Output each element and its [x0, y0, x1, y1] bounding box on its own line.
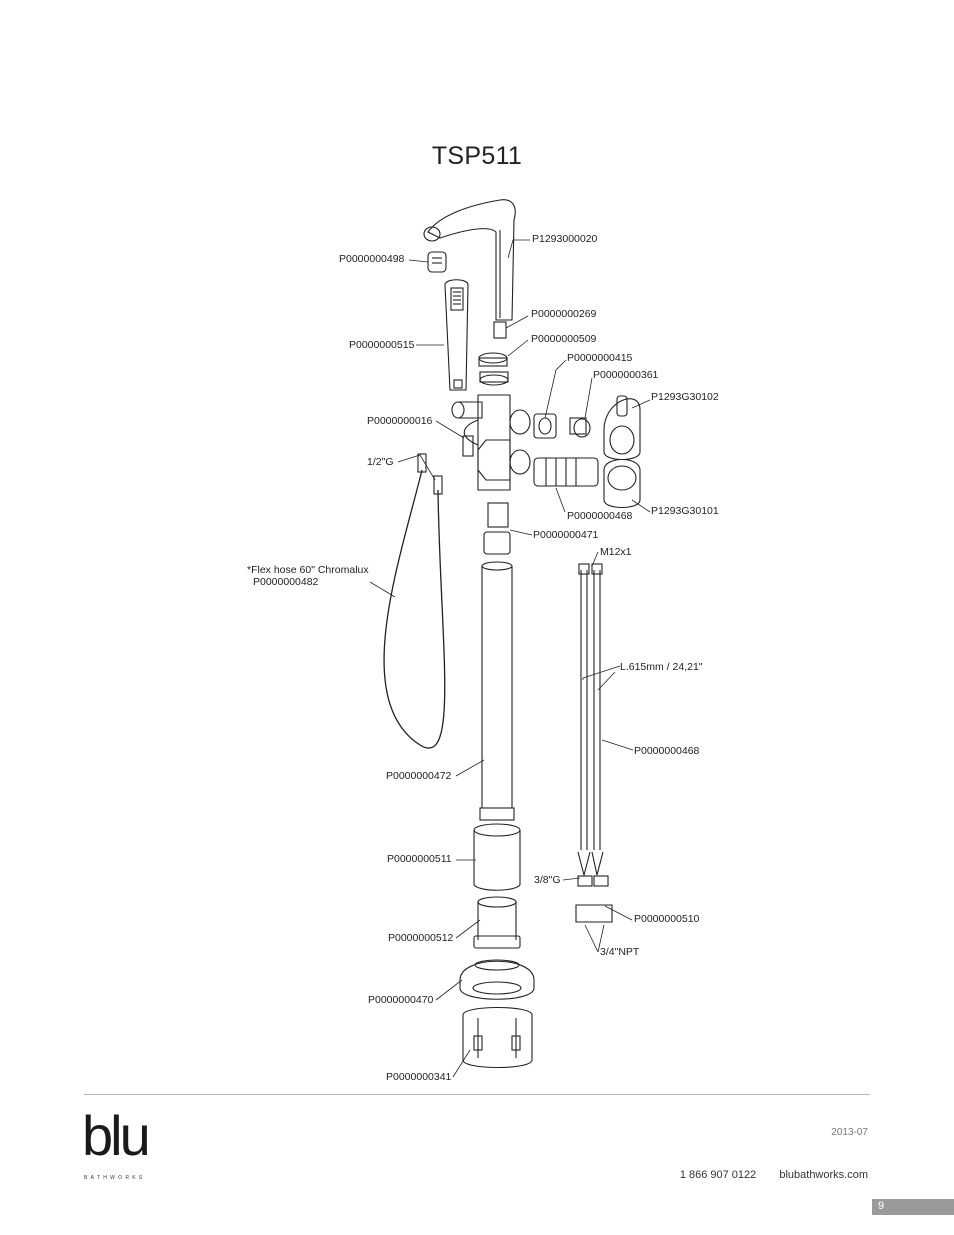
part-label-415: P0000000415 [567, 352, 633, 364]
flex-hose-drawing [383, 469, 446, 749]
supply-lines-drawing [575, 563, 613, 923]
brand-logo: blu [82, 1104, 151, 1167]
footer-divider [84, 1094, 870, 1095]
part-label-handshower: P0000000515 [349, 339, 415, 351]
part-label-riser: P0000000472 [386, 770, 452, 782]
part-label-flex-hose-number: P0000000482 [253, 576, 319, 588]
part-label-m12x1: M12x1 [600, 546, 632, 558]
part-label-spout: P1293000020 [532, 233, 598, 245]
part-label-016: P0000000016 [367, 415, 433, 427]
document-date: 2013-07 [831, 1127, 868, 1138]
part-label-handle-lower: P1293G30101 [651, 505, 719, 517]
part-label-handle-upper: P1293G30102 [651, 391, 719, 403]
part-label-509: P0000000509 [531, 333, 597, 345]
handle-lower-drawing [603, 458, 641, 509]
sleeve-drawing [473, 823, 521, 891]
part-label-468-supply: P0000000468 [634, 745, 700, 757]
part-label-sleeve: P0000000511 [387, 853, 452, 865]
anchors-drawing [462, 1006, 533, 1069]
part-label-half-g: 1/2"G [367, 456, 394, 468]
part-label-adapter: P0000000512 [388, 932, 454, 944]
floor-plate-drawing [459, 959, 535, 1000]
phone-number: 1 866 907 0122 [679, 1169, 757, 1181]
handshower-drawing [444, 279, 469, 391]
spout-drawing [423, 199, 516, 321]
part-label-471: P0000000471 [533, 529, 599, 541]
part-label-269: P0000000269 [531, 308, 597, 320]
handle-upper-drawing [603, 395, 641, 461]
part-label-468-cartridge: P0000000468 [567, 510, 633, 522]
part-label-aerator: P0000000498 [339, 253, 405, 265]
contact-info: 1 866 907 0122 blubathworks.com [660, 1169, 868, 1181]
page-title: TSP511 [431, 142, 523, 170]
valve-body-drawing [451, 394, 531, 491]
part-label-flex-hose: *Flex hose 60" Chromalux [247, 564, 369, 576]
adapter-drawing [473, 896, 521, 949]
part-label-floor-plate: P0000000470 [368, 994, 434, 1006]
brand-logo-subtitle: BATHWORKS [84, 1175, 146, 1181]
part-label-510: P0000000510 [634, 913, 700, 925]
part-label-anchors: P0000000341 [386, 1071, 452, 1083]
part-label-length: L.615mm / 24,21" [620, 661, 703, 673]
aerator-drawing [427, 251, 447, 273]
page-number-bar [872, 1199, 954, 1215]
part-label-three-eighths-g: 3/8"G [534, 874, 561, 886]
riser-pipe-drawing [479, 561, 515, 821]
page-number: 9 [878, 1200, 885, 1212]
website-link[interactable]: blubathworks.com [779, 1169, 868, 1181]
part-label-npt: 3/4"NPT [600, 946, 640, 958]
part-label-361: P0000000361 [593, 369, 659, 381]
